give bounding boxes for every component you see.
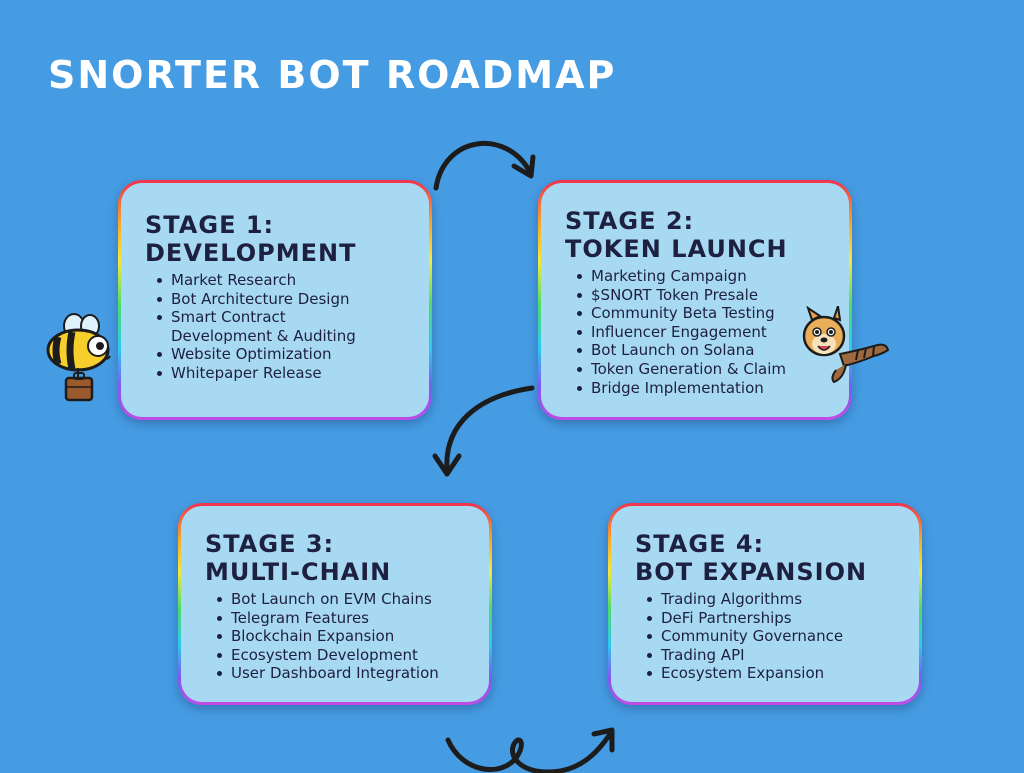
stage-number: STAGE 4: xyxy=(635,530,765,558)
doge-mascot-icon xyxy=(802,306,890,384)
list-item: Bot Launch on EVM Chains xyxy=(217,590,469,609)
stage-item-list: Market Research Bot Architecture Design … xyxy=(145,271,409,383)
list-item: Bridge Implementation xyxy=(577,379,829,398)
stage-name: TOKEN LAUNCH xyxy=(565,235,788,263)
stage-name: BOT EXPANSION xyxy=(635,558,868,586)
stage-card-body: STAGE 4: BOT EXPANSION Trading Algorithm… xyxy=(611,506,919,702)
list-item: Token Generation & Claim xyxy=(577,360,829,379)
list-item: Blockchain Expansion xyxy=(217,627,469,646)
stage-name: MULTI-CHAIN xyxy=(205,558,392,586)
list-item: Community Governance xyxy=(647,627,899,646)
list-item: Trading API xyxy=(647,646,899,665)
list-item: Influencer Engagement xyxy=(577,323,829,342)
arrow-stage3-to-stage4 xyxy=(445,731,613,773)
stage-card-1: STAGE 1: DEVELOPMENT Market Research Bot… xyxy=(118,180,432,420)
list-item: Trading Algorithms xyxy=(647,590,899,609)
list-item: Ecosystem Development xyxy=(217,646,469,665)
stage-item-list: Bot Launch on EVM Chains Telegram Featur… xyxy=(205,590,469,683)
list-item: Bot Architecture Design xyxy=(157,290,409,309)
stage-card-body: STAGE 1: DEVELOPMENT Market Research Bot… xyxy=(121,183,429,417)
list-item: $SNORT Token Presale xyxy=(577,286,829,305)
stage-title: STAGE 1: DEVELOPMENT xyxy=(145,211,409,267)
stage-number: STAGE 1: xyxy=(145,211,275,239)
stage-card-2: STAGE 2: TOKEN LAUNCH Marketing Campaign… xyxy=(538,180,852,420)
arrowhead-stage2-to-stage3 xyxy=(432,453,462,477)
arrow-stage2-to-stage3 xyxy=(444,385,535,473)
page-title: SNORTER BOT ROADMAP xyxy=(48,53,617,97)
stage-title: STAGE 2: TOKEN LAUNCH xyxy=(565,207,829,263)
list-item: Website Optimization xyxy=(157,345,409,364)
stage-card-4: STAGE 4: BOT EXPANSION Trading Algorithm… xyxy=(608,503,922,705)
list-item: Telegram Features xyxy=(217,609,469,628)
stage-number: STAGE 3: xyxy=(205,530,335,558)
stage-item-list: Marketing Campaign $SNORT Token Presale … xyxy=(565,267,829,397)
arrowhead-stage3-to-stage4 xyxy=(591,727,615,753)
list-item: Community Beta Testing xyxy=(577,304,829,323)
list-item: DeFi Partnerships xyxy=(647,609,899,628)
stage-title: STAGE 4: BOT EXPANSION xyxy=(635,530,899,586)
stage-card-body: STAGE 2: TOKEN LAUNCH Marketing Campaign… xyxy=(541,183,849,417)
list-item: Ecosystem Expansion xyxy=(647,664,899,683)
list-item: Bot Launch on Solana xyxy=(577,341,829,360)
stage-card-body: STAGE 3: MULTI-CHAIN Bot Launch on EVM C… xyxy=(181,506,489,702)
stage-number: STAGE 2: xyxy=(565,207,695,235)
stage-card-3: STAGE 3: MULTI-CHAIN Bot Launch on EVM C… xyxy=(178,503,492,705)
bee-mascot-icon xyxy=(46,313,111,402)
arrowhead-stage1-to-stage2 xyxy=(511,154,536,179)
list-item: Whitepaper Release xyxy=(157,364,409,383)
stage-name: DEVELOPMENT xyxy=(145,239,357,267)
stage-item-list: Trading Algorithms DeFi Partnerships Com… xyxy=(635,590,899,683)
list-item: User Dashboard Integration xyxy=(217,664,469,683)
list-item: Smart Contract Development & Auditing xyxy=(157,308,371,345)
list-item: Marketing Campaign xyxy=(577,267,829,286)
stage-title: STAGE 3: MULTI-CHAIN xyxy=(205,530,469,586)
arrow-stage1-to-stage2 xyxy=(433,141,533,191)
list-item: Market Research xyxy=(157,271,409,290)
